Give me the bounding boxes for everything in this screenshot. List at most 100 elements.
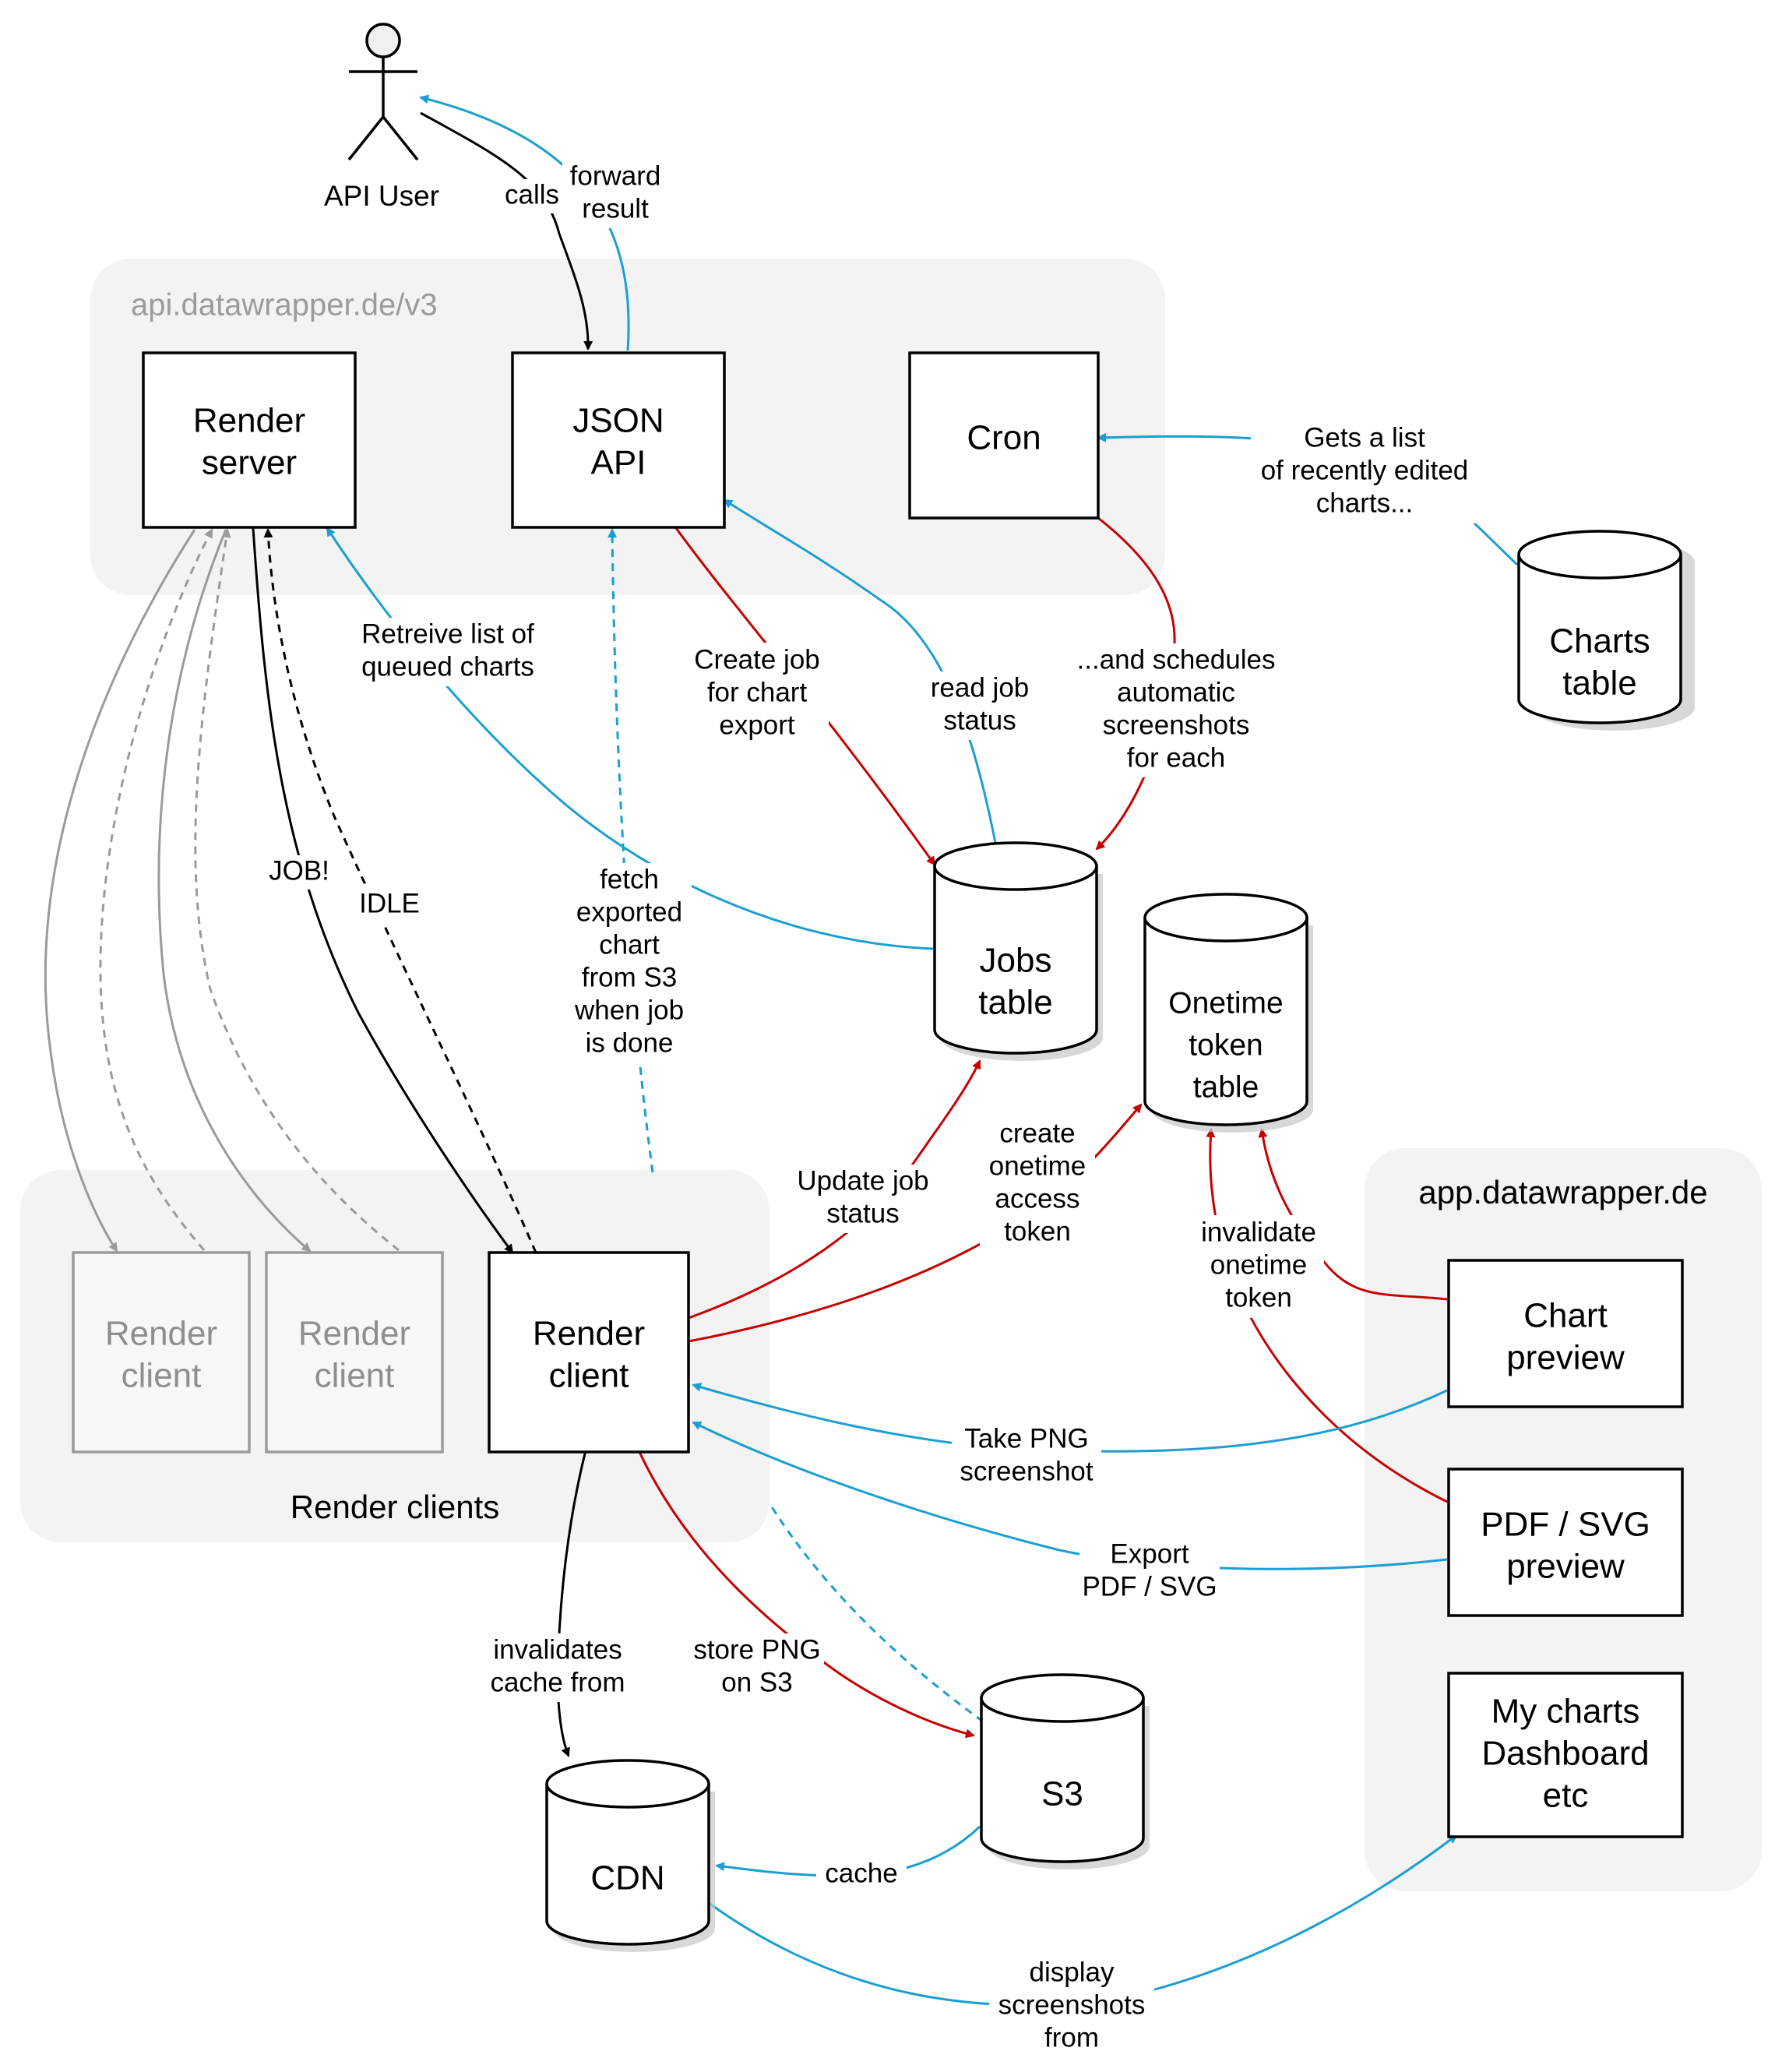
svg-text:screenshot: screenshot (960, 1456, 1093, 1486)
label-idle: IDLE (357, 888, 422, 922)
svg-text:PDF / SVG: PDF / SVG (1481, 1506, 1650, 1544)
svg-text:Render: Render (105, 1315, 217, 1353)
svg-text:onetime: onetime (1210, 1249, 1308, 1280)
label-fetch-exported: fetch exported chart from S3 when job is… (567, 863, 692, 1062)
edge-export-pdf (692, 1421, 1448, 1570)
label-forward-result: forward result (562, 160, 668, 228)
svg-text:token: token (1225, 1282, 1292, 1313)
svg-text:export: export (719, 710, 795, 740)
pdf-svg-preview-box: PDF / SVG preview (1447, 1468, 1684, 1617)
svg-text:PDF / SVG: PDF / SVG (1082, 1571, 1217, 1602)
svg-text:S3: S3 (1041, 1775, 1083, 1813)
render-client-faded-1: Render client (72, 1251, 251, 1454)
svg-text:invalidate: invalidate (1201, 1217, 1316, 1247)
svg-text:Update job: Update job (797, 1165, 928, 1196)
svg-text:automatic: automatic (1117, 677, 1235, 707)
label-store-png: store PNG on S3 (690, 1633, 824, 1702)
label-job: JOB! (265, 855, 333, 890)
svg-text:onetime: onetime (989, 1151, 1086, 1181)
svg-text:Cron: Cron (967, 419, 1041, 457)
svg-text:...and schedules: ...and schedules (1077, 644, 1276, 675)
svg-text:Render: Render (193, 402, 305, 440)
label-gets-list: Gets a list of recently edited charts... (1251, 421, 1478, 523)
svg-text:access: access (995, 1183, 1080, 1214)
edge-faded-2-out (194, 528, 400, 1252)
charts-table-db: Charts table (1517, 530, 1695, 731)
s3-db: S3 (980, 1673, 1150, 1869)
svg-text:Take PNG: Take PNG (964, 1423, 1089, 1454)
svg-text:is done: is done (586, 1027, 674, 1058)
edge-job (252, 527, 514, 1254)
svg-text:for chart: for chart (707, 677, 808, 707)
svg-text:charts...: charts... (1316, 488, 1413, 518)
onetime-token-table-db: Onetime token table (1143, 893, 1313, 1133)
render-client-box: Render client (488, 1251, 690, 1454)
my-charts-box: My charts Dashboard etc (1447, 1672, 1684, 1838)
api-user-actor: API User (324, 23, 439, 212)
edge-s3-to-client (768, 1503, 984, 1723)
svg-text:queued charts: queued charts (361, 651, 534, 682)
cron-box: Cron (908, 351, 1100, 520)
svg-text:client: client (122, 1357, 202, 1395)
label-update-job-status: Update job status (791, 1165, 935, 1233)
edge-invalidate-2 (1206, 1128, 1448, 1503)
svg-text:store PNG: store PNG (693, 1634, 820, 1665)
svg-text:result: result (582, 193, 649, 224)
edge-faded-1-out (99, 528, 213, 1251)
label-take-png: Take PNG screenshot (952, 1422, 1101, 1491)
svg-text:for each: for each (1127, 742, 1225, 773)
label-read-job-status: read job status (922, 671, 1037, 740)
label-create-job: Create job for chart export (685, 643, 829, 745)
svg-text:CDN: CDN (590, 1859, 664, 1898)
svg-text:server: server (202, 444, 297, 482)
svg-text:screenshots: screenshots (998, 1989, 1146, 2020)
label-schedules: ...and schedules automatic screenshots f… (1072, 643, 1280, 777)
edge-faded-2-in (157, 529, 312, 1253)
svg-text:Onetime: Onetime (1168, 986, 1283, 1020)
edge-fetch-exported (608, 528, 654, 1173)
label-retrieve-list: Retreive list of queued charts (351, 618, 544, 686)
group-app-title: app.datawrapper.de (1418, 1174, 1707, 1210)
svg-text:Retreive list of: Retreive list of (361, 618, 534, 649)
svg-text:exported: exported (576, 897, 682, 927)
svg-text:preview: preview (1506, 1548, 1625, 1586)
svg-text:chart: chart (599, 929, 660, 960)
label-invalidates-cache: invalidates cache from (483, 1633, 632, 1702)
jobs-table-db: Jobs table (933, 841, 1103, 1061)
svg-text:Render: Render (533, 1315, 645, 1353)
svg-text:Jobs: Jobs (980, 942, 1052, 980)
edge-faded-1-in (44, 529, 196, 1253)
svg-text:etc: etc (1543, 1777, 1589, 1815)
svg-text:invalidates: invalidates (493, 1634, 622, 1665)
svg-text:Render: Render (298, 1315, 410, 1353)
edge-calls (420, 111, 593, 351)
edge-read-job-status (723, 499, 997, 844)
svg-text:screenshots: screenshots (1103, 710, 1250, 740)
label-display-screenshots: display screenshots from (989, 1955, 1154, 2058)
label-export-pdf: Export PDF / SVG (1079, 1538, 1220, 1606)
svg-text:token: token (1004, 1216, 1071, 1246)
svg-text:Create job: Create job (694, 644, 819, 675)
svg-text:table: table (1562, 664, 1636, 703)
json-api-box: JSON API (511, 351, 726, 529)
label-create-onetime: create onetime access token (980, 1117, 1095, 1251)
svg-text:read job: read job (931, 672, 1029, 703)
svg-text:JOB!: JOB! (269, 855, 329, 886)
label-cache: cache (816, 1858, 907, 1892)
svg-text:status: status (826, 1198, 899, 1228)
svg-text:on S3: on S3 (721, 1667, 792, 1697)
user-icon (365, 23, 401, 58)
svg-text:IDLE: IDLE (359, 888, 420, 918)
svg-text:of recently edited: of recently edited (1261, 455, 1469, 485)
api-user-label: API User (324, 180, 439, 212)
svg-text:JSON: JSON (572, 402, 664, 440)
render-client-faded-2: Render client (265, 1251, 444, 1454)
svg-text:table: table (1193, 1070, 1259, 1104)
group-api-title: api.datawrapper.de/v3 (131, 288, 438, 322)
render-server-box: Render server (142, 351, 357, 529)
svg-text:token: token (1189, 1028, 1263, 1062)
svg-text:from S3: from S3 (582, 962, 678, 992)
svg-text:Chart: Chart (1523, 1297, 1608, 1335)
svg-text:Charts: Charts (1549, 622, 1650, 661)
